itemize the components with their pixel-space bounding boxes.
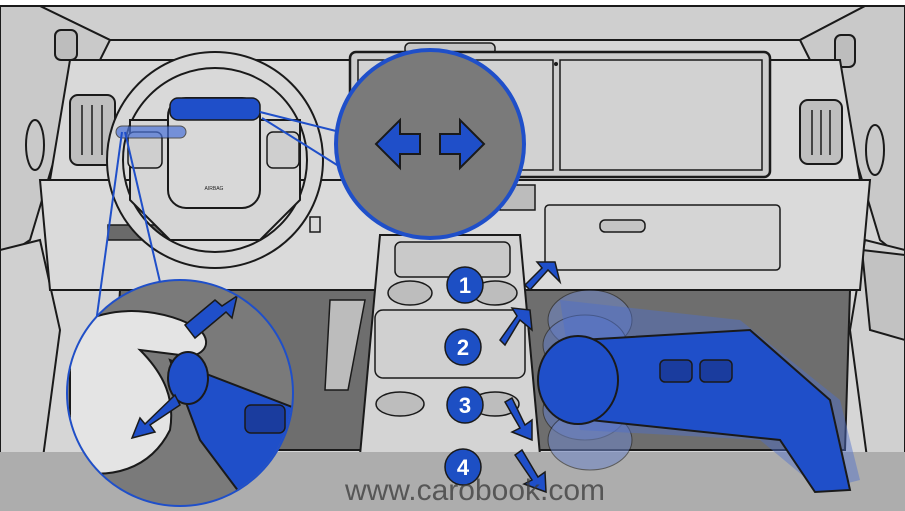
svg-text:3: 3 (459, 393, 471, 418)
svg-text:2: 2 (457, 335, 469, 360)
cup-holder-rear-left (376, 392, 424, 416)
step-badge-3: 3 (447, 387, 483, 423)
glovebox (545, 205, 780, 270)
airbag-label: AIRBAG (205, 186, 224, 192)
passenger-screen (560, 60, 762, 170)
left-mirror-vent (55, 30, 77, 60)
step-badge-1: 1 (447, 267, 483, 303)
horn-highlight (170, 98, 260, 120)
step-badge-2: 2 (445, 329, 481, 365)
windshield-frame (40, 6, 865, 40)
svg-text:1: 1 (459, 273, 471, 298)
glovebox-handle (600, 220, 645, 232)
cup-holder-front-left (388, 281, 432, 305)
watermark: www.carobook.com (344, 474, 605, 507)
direction-magnifier (336, 50, 524, 238)
